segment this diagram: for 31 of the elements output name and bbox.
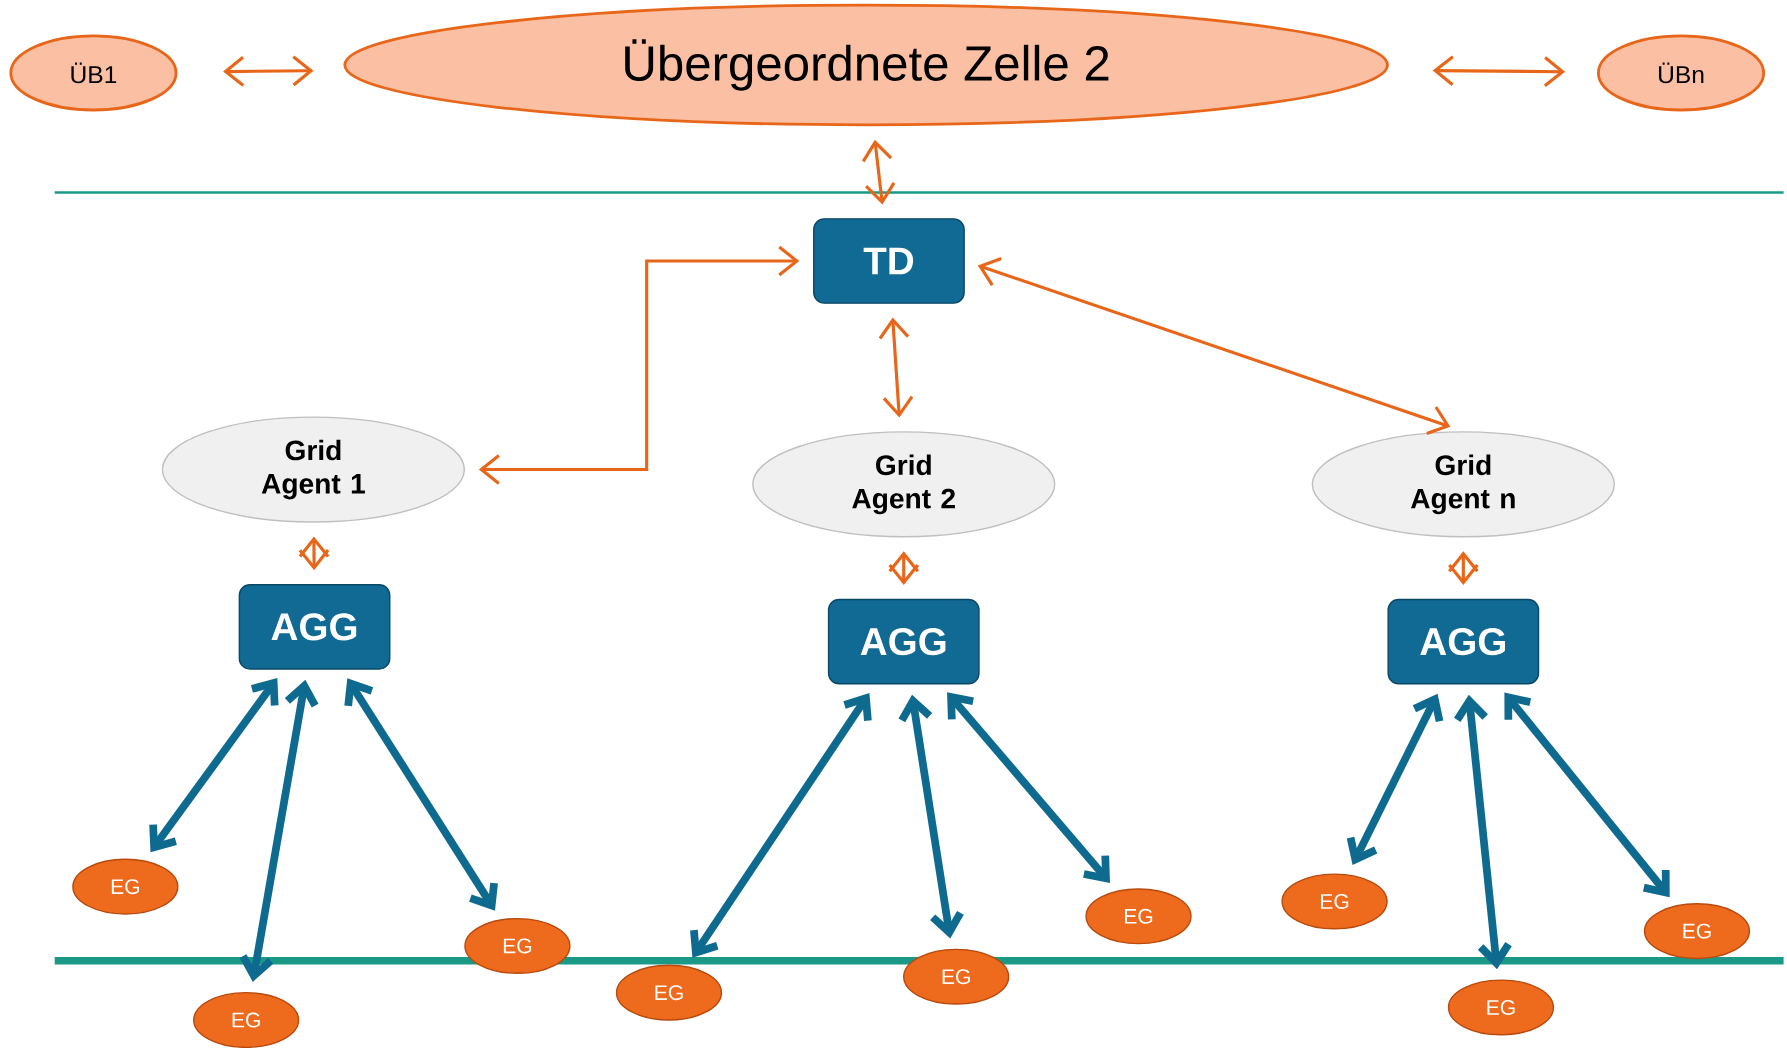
ellipse-node: EG [193,991,300,1048]
arrow [878,317,914,418]
arrow [478,245,800,485]
arrow [977,256,1451,435]
ellipse-node: EG [1643,902,1751,959]
ellipse-node: EG [1281,873,1388,930]
arrow [898,694,964,939]
ellipse-node: Übergeordnete Zelle 2 [343,3,1389,126]
process-box: AGG [1387,598,1540,685]
arrow [239,679,319,982]
ellipse-node: EG [903,948,1010,1005]
arrow [1346,693,1444,865]
ellipse-node: EG [615,964,723,1021]
arrow [947,692,1110,883]
arrow [1454,694,1512,969]
ellipse-node: ÜBn [1597,34,1766,112]
ellipse-node: EG [72,858,179,915]
arrow [1504,692,1670,898]
ellipse-node: EG [1447,979,1555,1036]
ellipse-node: EG [1085,888,1192,945]
process-box: TD [813,217,965,304]
arrow [223,55,314,87]
arrow [861,139,896,205]
process-box: AGG [238,583,391,670]
arrow [1432,55,1566,87]
arrow [344,678,498,911]
arrow [149,677,279,852]
process-box: AGG [827,598,980,685]
ellipse-node: ÜB1 [9,34,178,112]
ellipse-node: EG [464,917,571,974]
arrow [690,692,872,958]
